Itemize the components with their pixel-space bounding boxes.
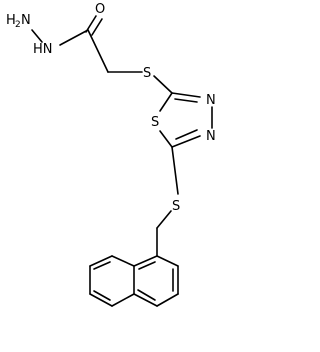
atom-s-linker-1: S [143,66,151,81]
atom-h-subscript: 2 [15,20,21,30]
bond-naph-6 [111,255,135,267]
bond-n4-c5 [171,135,201,148]
bond-n-n [31,29,43,43]
bond-naph-7 [89,255,113,267]
bond-naph-4-double [137,289,156,301]
bond-carbonyl-o-2 [91,18,103,36]
bond-n4-c5-double [175,129,198,140]
bond-naph-1 [156,255,179,267]
bond-ring-s-c2 [159,92,173,112]
atom-labels: H 2 N HN O S S N N S [6,2,216,214]
bond-s1-c2 [153,75,173,94]
bonds [31,15,213,307]
bond-naph-9 [89,293,113,307]
bond-s2-ch2 [156,210,172,229]
atom-s-linker-2: S [172,199,180,214]
molecule-diagram: H 2 N HN O S S N N S [6,2,216,307]
bond-naph-10 [111,293,135,307]
atom-o: O [95,2,105,17]
atom-hn: HN [33,42,53,57]
atom-h-terminal: H [6,13,16,28]
bond-naph-7-double [93,261,111,270]
bond-naph-9-double [93,290,111,301]
atom-n-terminal: N [21,13,31,28]
bond-nh-carbonyl [59,29,89,46]
bond-naph-3 [156,293,179,307]
bond-c5-ring-s [159,130,173,148]
bond-naph-5-double [138,261,156,270]
atom-s-ring: S [151,115,159,130]
bond-c2-n3 [171,92,201,98]
atom-n-ring-2: N [206,129,216,144]
bond-c2-n3-double [174,98,198,103]
structure-drawing: H 2 N HN O S S N N S [6,2,216,307]
bond-c5-s2 [171,146,179,195]
bond-naph-5 [133,255,158,267]
bond-carbonyl-ch2 [87,29,109,73]
bond-naph-4 [133,293,158,307]
atom-n-ring-1: N [206,93,216,108]
